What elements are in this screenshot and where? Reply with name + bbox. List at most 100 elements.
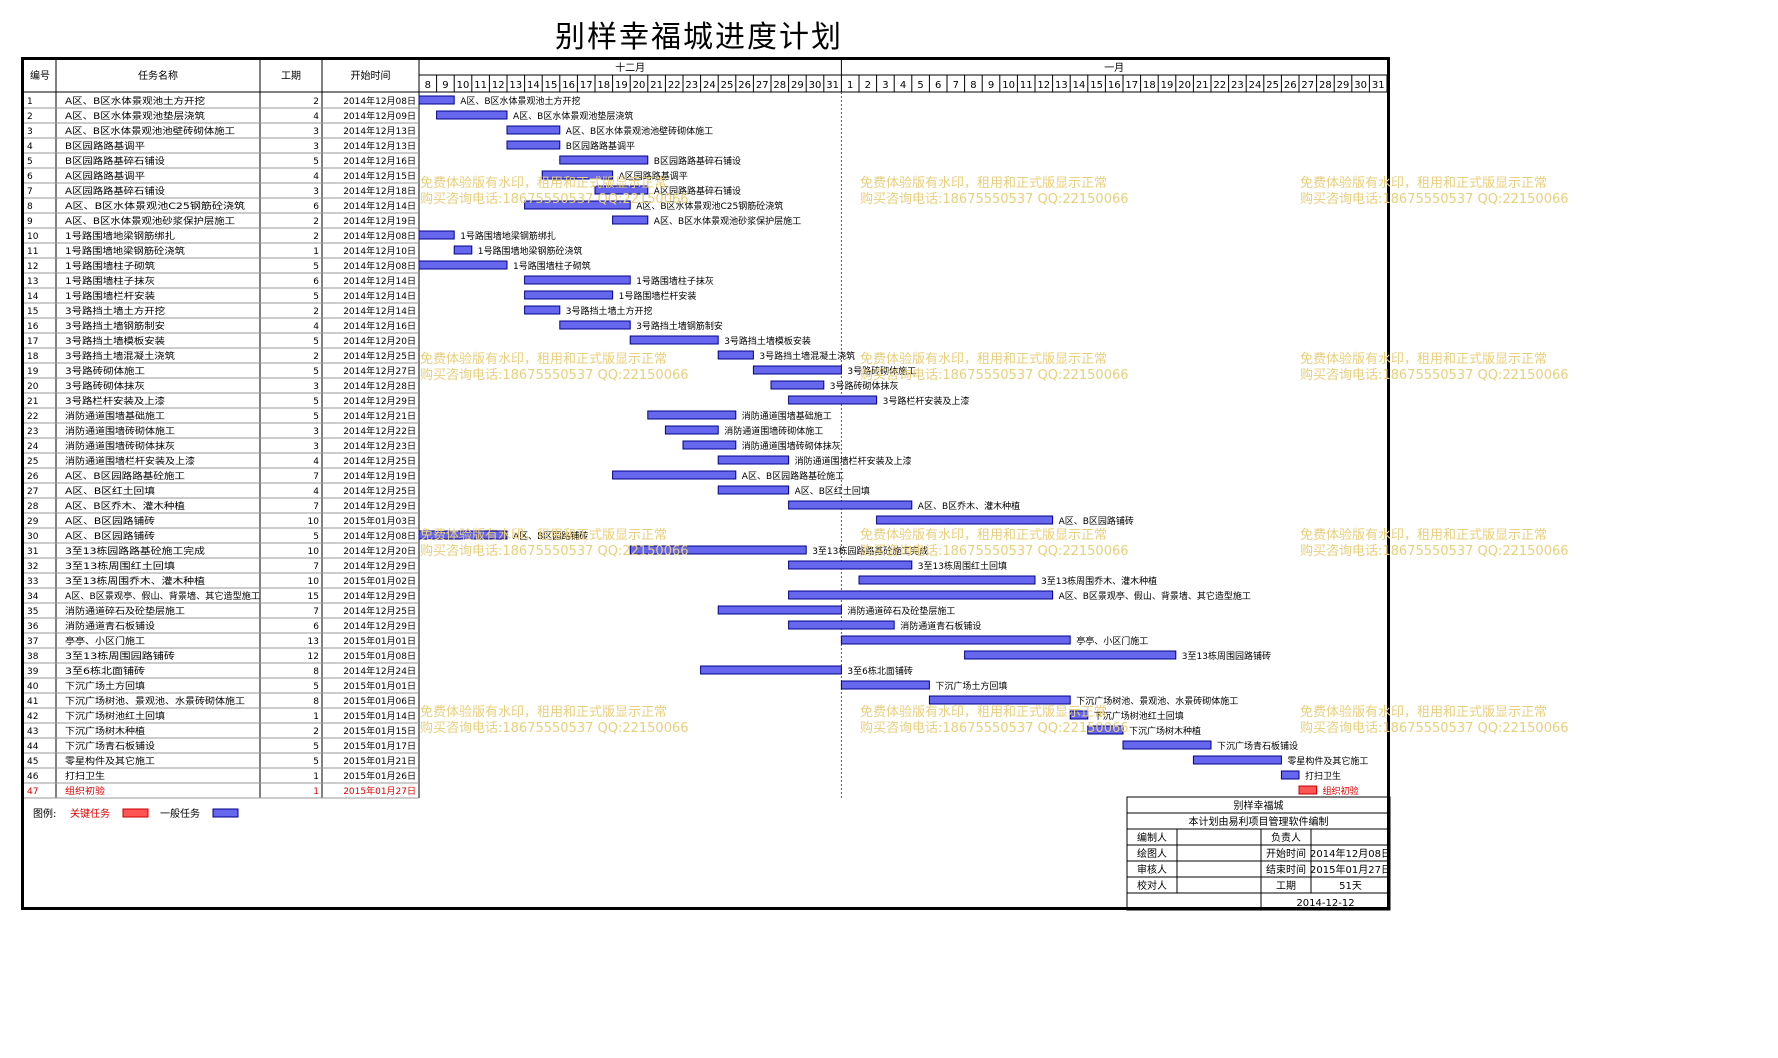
task-name: 消防通道围墙砖砌体抹灰 (65, 440, 175, 452)
bar-label: 3号路挡土墙土方开挖 (566, 305, 653, 317)
day-label: 22 (668, 80, 681, 91)
task-bar (717, 455, 790, 465)
task-id: 41 (27, 697, 38, 707)
task-duration: 7 (313, 472, 319, 482)
task-duration: 3 (313, 142, 319, 152)
task-duration: 4 (313, 487, 319, 497)
info-cell: 负责人 (1271, 831, 1301, 844)
task-name: 下沉广场青石板铺设 (65, 740, 155, 752)
task-id: 1 (27, 97, 33, 107)
task-start: 2014年12月09日 (343, 110, 416, 122)
task-name: 下沉广场树池、景观池、水景砖砌体施工 (65, 695, 245, 707)
task-duration: 6 (313, 622, 319, 632)
task-name: 消防通道围墙栏杆安装及上漆 (65, 455, 195, 467)
task-bar (524, 275, 631, 285)
day-label: 26 (1284, 80, 1297, 91)
task-name: A区、B区红土回填 (65, 485, 155, 497)
task-duration: 5 (313, 532, 319, 542)
task-name: 3号路挡土墙模板安装 (65, 335, 165, 347)
day-label: 13 (1055, 80, 1068, 91)
task-name: 消防通道围墙砖砌体施工 (65, 425, 175, 437)
task-start: 2014年12月29日 (343, 560, 416, 572)
bar-label: 3号路挡土墙模板安装 (724, 335, 811, 347)
legend-normal-label: 一般任务 (160, 807, 200, 820)
task-id: 34 (27, 592, 39, 602)
task-name: 3号路挡土墙混凝土浇筑 (65, 350, 175, 362)
task-id: 4 (27, 142, 33, 152)
chart-frame (21, 57, 1390, 910)
bar-label: 3号路砖砌体施工 (847, 365, 916, 377)
legend-critical-label: 关键任务 (70, 807, 110, 820)
task-duration: 5 (313, 367, 319, 377)
task-id: 27 (27, 487, 38, 497)
task-duration: 8 (313, 697, 319, 707)
day-label: 26 (738, 80, 751, 91)
task-start: 2014年12月29日 (343, 590, 416, 602)
task-name: A区、B区水体景观池池壁砖砌体施工 (65, 125, 235, 137)
task-bar (418, 260, 508, 270)
info-cell: 开始时间 (1266, 847, 1306, 860)
task-duration: 2 (313, 307, 319, 317)
bar-label: A区、B区水体景观池砂浆保护层施工 (654, 215, 801, 227)
task-start: 2014年12月08日 (343, 230, 416, 242)
task-id: 44 (27, 742, 39, 752)
task-bar (964, 650, 1177, 660)
bar-label: 3至13栋周围红土回填 (918, 560, 1007, 572)
task-bar (876, 515, 1054, 525)
bar-label: 消防通道青石板铺设 (900, 620, 981, 632)
day-label: 23 (685, 80, 698, 91)
task-name: 消防通道青石板铺设 (65, 620, 155, 632)
task-duration: 12 (308, 652, 319, 662)
day-label: 9 (988, 80, 994, 91)
day-label: 8 (970, 80, 976, 91)
task-id: 28 (27, 502, 39, 512)
day-label: 3 (882, 80, 888, 91)
task-bar (612, 470, 737, 480)
task-name: 1号路围墙柱子抹灰 (65, 275, 155, 287)
task-bar (928, 695, 1071, 705)
task-start: 2014年12月27日 (343, 365, 416, 377)
task-id: 42 (27, 712, 38, 722)
bar-label: 3至13栋周围乔木、灌木种植 (1041, 575, 1157, 587)
task-start: 2015年01月26日 (343, 770, 416, 782)
bar-label: A区园路路基碎石铺设 (654, 185, 741, 197)
day-label: 2 (865, 80, 871, 91)
task-bar (436, 110, 508, 120)
task-start: 2014年12月08日 (343, 530, 416, 542)
task-id: 35 (27, 607, 38, 617)
task-id: 18 (27, 352, 39, 362)
bar-label: 3号路挡土墙钢筋制安 (636, 320, 723, 332)
task-duration: 2 (313, 97, 319, 107)
day-label: 30 (1354, 80, 1367, 91)
bar-label: 3号路砖砌体抹灰 (830, 380, 899, 392)
day-label: 25 (721, 80, 734, 91)
task-name: A区、B区园路铺砖 (65, 530, 155, 542)
task-id: 45 (27, 757, 38, 767)
task-id: 16 (27, 322, 39, 332)
day-label: 29 (1337, 80, 1350, 91)
task-duration: 5 (313, 757, 319, 767)
day-label: 20 (1178, 80, 1191, 91)
task-id: 39 (27, 667, 39, 677)
task-bar (700, 665, 842, 675)
bar-label: A区、B区水体景观池C25钢筋砼浇筑 (636, 200, 783, 212)
task-bar (524, 200, 631, 210)
header-id: 编号 (30, 69, 50, 82)
task-duration: 5 (313, 337, 319, 347)
task-name: A区、B区水体景观池土方开挖 (65, 95, 205, 107)
info-cell: 51天 (1339, 881, 1362, 892)
day-label: 14 (527, 80, 540, 91)
task-start: 2015年01月08日 (343, 650, 416, 662)
bar-label: 3至6栋北面铺砖 (847, 665, 912, 677)
task-bar (717, 485, 790, 495)
task-start: 2014年12月25日 (343, 455, 416, 467)
day-label: 19 (1161, 80, 1174, 91)
task-duration: 5 (313, 412, 319, 422)
task-id: 10 (27, 232, 39, 242)
task-name: 下沉广场树池红土回填 (65, 710, 165, 722)
task-name: 下沉广场土方回填 (65, 680, 145, 692)
task-bar (717, 350, 754, 360)
task-start: 2015年01月06日 (343, 695, 416, 707)
task-bar (788, 560, 913, 570)
task-name: 消防通道围墙基础施工 (65, 410, 165, 422)
